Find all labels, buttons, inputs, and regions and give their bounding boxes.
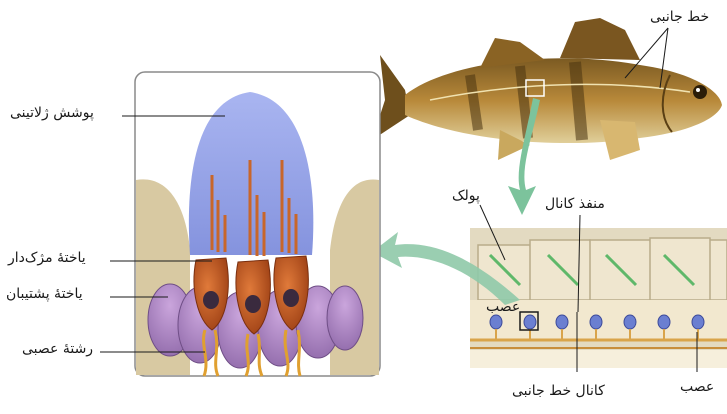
label-supporting-cell: یاختهٔ پشتیبان: [6, 287, 83, 301]
label-scale: پولک: [452, 189, 480, 203]
label-hair-cell: یاختهٔ مژک‌دار: [8, 251, 86, 265]
label-lateral-line-top: خط جانبی: [650, 10, 709, 24]
label-lateral-line-canal: کانال خط جانبی: [512, 384, 605, 398]
label-nerve-fiber: رشتهٔ عصبی: [22, 342, 93, 356]
label-nerve-left: عصب: [486, 300, 520, 314]
label-gelatinous-cover: پوشش ژلاتینی: [10, 106, 94, 120]
label-canal-opening: منفذ کانال: [545, 197, 605, 211]
neuromast-detail: [135, 72, 380, 376]
label-nerve-right: عصب: [680, 380, 714, 394]
fish-illustration: [372, 18, 722, 160]
